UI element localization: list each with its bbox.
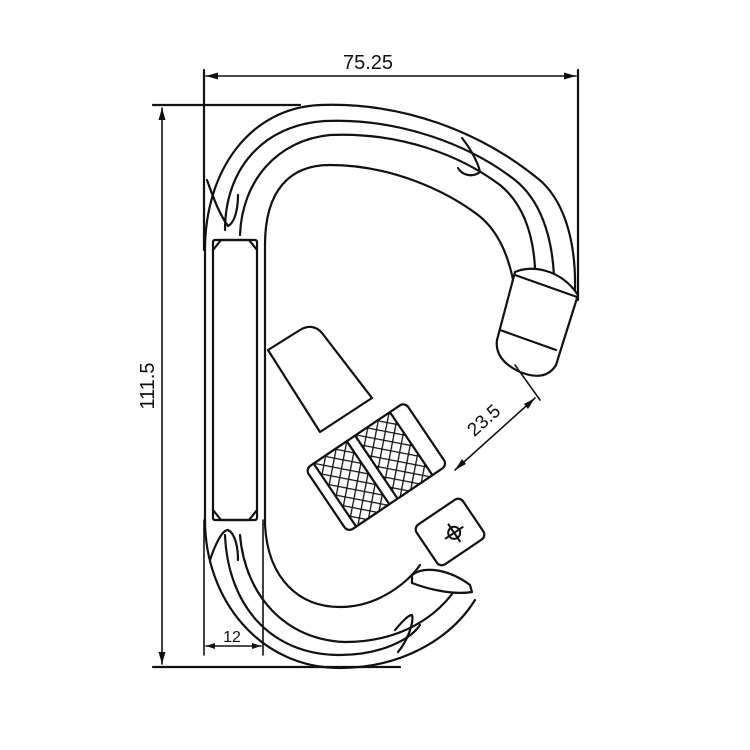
arrow-right-small-icon [252, 643, 261, 649]
knurl-band-upper [312, 439, 391, 529]
arrow-up-icon [158, 108, 166, 120]
arrow-right-icon [564, 72, 576, 80]
knurl-band-lower [353, 410, 434, 501]
width-dimension: 75.25 [202, 52, 580, 302]
carabiner-gate [266, 325, 486, 594]
gate-opening-dimension: 23.5 [454, 364, 541, 471]
height-dimension: 111.5 [137, 103, 402, 669]
spine-width-label: 12 [223, 629, 241, 646]
arrow-left-small-icon [206, 643, 215, 649]
carabiner-nose [495, 267, 580, 377]
width-label: 75.25 [343, 52, 393, 74]
spine-bar [211, 238, 259, 522]
spine-width-dimension: 12 [203, 519, 264, 656]
carabiner-frame [203, 103, 577, 670]
height-label: 111.5 [137, 362, 159, 409]
arrow-diag-left-icon [455, 459, 466, 470]
gate-opening-label: 23.5 [464, 401, 506, 441]
arrow-diag-right-icon [524, 398, 535, 409]
gate-latch-plate [414, 497, 486, 567]
arrow-left-icon [206, 72, 218, 80]
arrow-down-icon [158, 652, 166, 664]
